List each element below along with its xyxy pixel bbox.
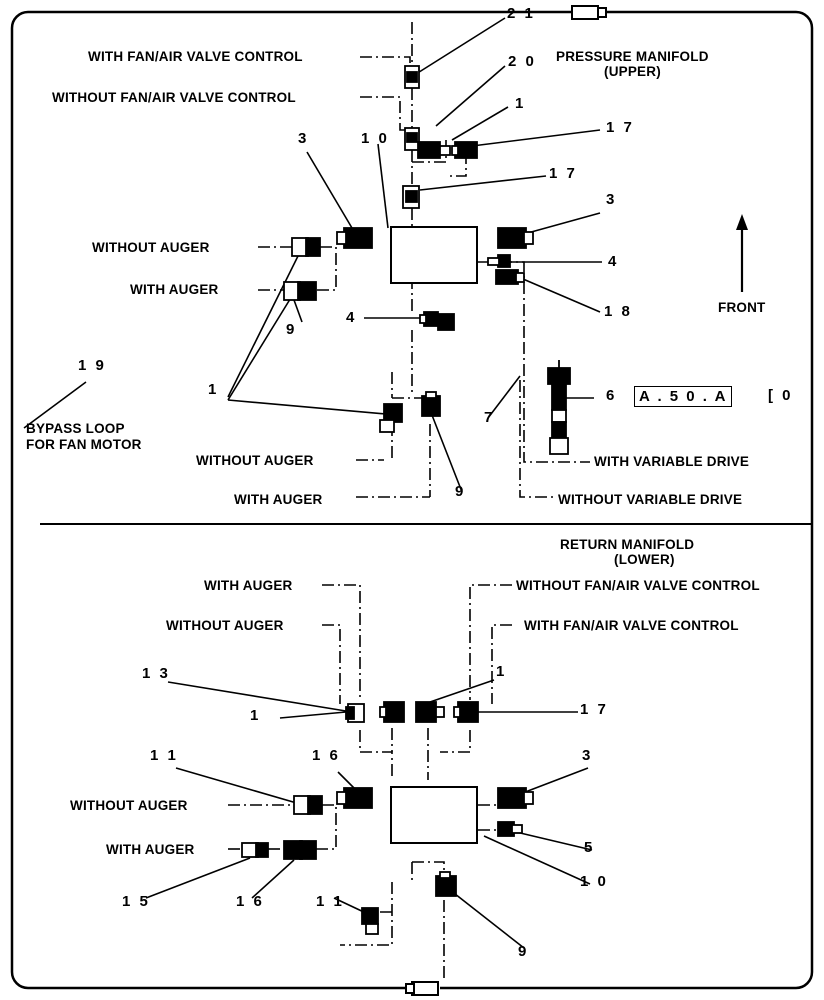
callout-11-lower-bottom: 1 1 (316, 893, 345, 910)
callout-9-lower: 9 (518, 943, 529, 960)
label-bypass-loop-line2: FOR FAN MOTOR (26, 437, 142, 452)
callout-9-upper-center: 9 (455, 483, 466, 500)
callout-1-upper-left: 1 (208, 381, 219, 398)
label-with-variable-drive: WITH VARIABLE DRIVE (594, 454, 750, 469)
callout-3-upper-left: 3 (298, 130, 309, 147)
callout-19: 1 9 (78, 357, 107, 374)
callout-3-lower: 3 (582, 747, 593, 764)
callout-20: 2 0 (508, 53, 537, 70)
label-without-fan-air-valve-control-upper: WITHOUT FAN/AIR VALVE CONTROL (52, 90, 296, 105)
part-code-box: A . 5 0 . A (634, 386, 733, 407)
label-with-auger-upper-2: WITH AUGER (234, 492, 323, 507)
label-with-auger-lower-1: WITH AUGER (204, 578, 293, 593)
callout-1-upper-top: 1 (515, 95, 526, 112)
callout-5: 5 (584, 839, 595, 856)
label-front: FRONT (718, 300, 766, 315)
callout-18: 1 8 (604, 303, 633, 320)
label-with-auger-upper-1: WITH AUGER (130, 282, 219, 297)
label-bypass-loop-line1: BYPASS LOOP (26, 421, 125, 436)
title-return-manifold-sub: (LOWER) (614, 552, 675, 567)
title-pressure-manifold: PRESSURE MANIFOLD (556, 49, 709, 64)
callout-10-upper: 1 0 (361, 130, 390, 147)
pressure-manifold-block (390, 226, 478, 284)
callout-4-upper-center: 4 (346, 309, 357, 326)
label-with-auger-lower-2: WITH AUGER (106, 842, 195, 857)
label-with-fan-air-valve-control-lower: WITH FAN/AIR VALVE CONTROL (524, 618, 739, 633)
callout-10-lower: 1 0 (580, 873, 609, 890)
callout-6: 6 (606, 387, 617, 404)
label-without-auger-upper-1: WITHOUT AUGER (92, 240, 210, 255)
callout-17-upper-b: 1 7 (549, 165, 578, 182)
title-return-manifold: RETURN MANIFOLD (560, 537, 695, 552)
callout-17-lower: 1 7 (580, 701, 609, 718)
title-pressure-manifold-sub: (UPPER) (604, 64, 661, 79)
return-manifold-block (390, 786, 478, 844)
part-code-suffix: [ 0 (768, 387, 794, 404)
callout-15: 1 5 (122, 893, 151, 910)
callout-7: 7 (484, 409, 495, 426)
callout-1-lower-left: 1 (250, 707, 261, 724)
callout-13: 1 3 (142, 665, 171, 682)
callout-9-upper-left: 9 (286, 321, 297, 338)
label-without-auger-lower-2: WITHOUT AUGER (70, 798, 188, 813)
callout-21: 2 1 (507, 5, 536, 22)
label-with-fan-air-valve-control-upper: WITH FAN/AIR VALVE CONTROL (88, 49, 303, 64)
callout-1-lower-right: 1 (496, 663, 507, 680)
callout-16-lower-bottom: 1 6 (236, 893, 265, 910)
label-without-auger-upper-2: WITHOUT AUGER (196, 453, 314, 468)
callout-3-upper-right: 3 (606, 191, 617, 208)
label-without-variable-drive: WITHOUT VARIABLE DRIVE (558, 492, 743, 507)
label-without-auger-lower-1: WITHOUT AUGER (166, 618, 284, 633)
callout-17-upper-a: 1 7 (606, 119, 635, 136)
callout-16-lower-top: 1 6 (312, 747, 341, 764)
callout-4-upper-right: 4 (608, 253, 619, 270)
label-without-fan-air-valve-control-lower: WITHOUT FAN/AIR VALVE CONTROL (516, 578, 760, 593)
callout-11-lower-left: 1 1 (150, 747, 179, 764)
